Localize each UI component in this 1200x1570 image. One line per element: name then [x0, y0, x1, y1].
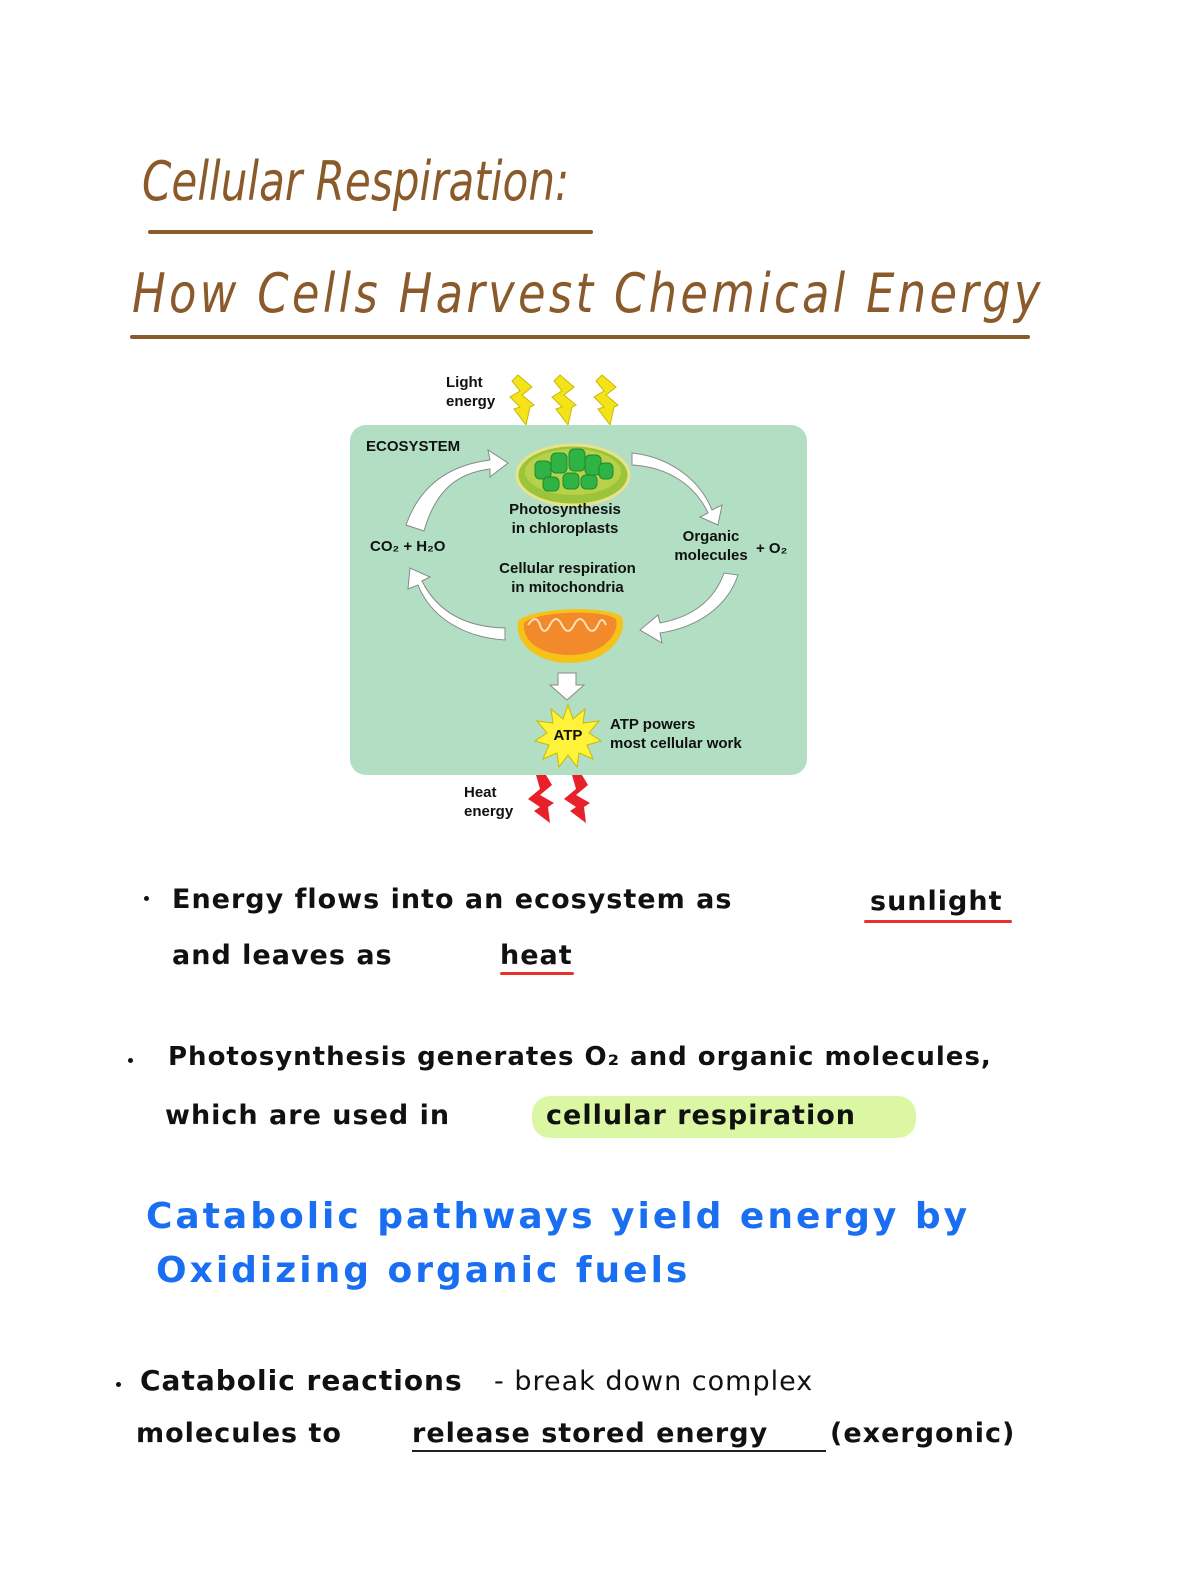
ecosystem-label: ECOSYSTEM	[366, 438, 461, 455]
cellular-respiration-highlight	[532, 1096, 916, 1138]
note-bullet2-line2: which are used in	[165, 1100, 451, 1131]
page-title: Cellular Respiration:	[142, 150, 570, 213]
atp-star-icon	[533, 703, 603, 769]
subtitle-underline	[130, 335, 1030, 339]
bullet-dot	[144, 896, 149, 901]
note-exergonic: (exergonic)	[830, 1418, 1016, 1449]
note-bullet1-line1: Energy flows into an ecosystem as	[172, 884, 733, 915]
note-heat: heat	[500, 940, 573, 971]
note-catabolic-reactions: Catabolic reactions	[140, 1364, 463, 1397]
chloroplast-icon	[515, 443, 631, 507]
note-bullet3-line1: - break down complex	[494, 1366, 814, 1397]
note-sunlight: sunlight	[870, 886, 1003, 917]
page-subtitle: How Cells Harvest Chemical Energy	[132, 262, 1044, 325]
note-bullet3-line2: molecules to	[136, 1418, 342, 1449]
atp-badge: ATP	[553, 727, 583, 744]
bullet-dot	[116, 1382, 121, 1387]
release-energy-underline	[412, 1450, 826, 1452]
heat-underline	[500, 972, 574, 975]
title-underline	[148, 230, 593, 234]
catabolic-heading-line1: Catabolic pathways yield energy by	[146, 1196, 971, 1237]
heat-bolt-icons	[528, 775, 590, 823]
bullet-dot	[128, 1058, 133, 1063]
mitochondrion-icon	[517, 609, 624, 663]
note-cellular-respiration: cellular respiration	[546, 1100, 856, 1131]
co2-h2o-label: CO₂ + H₂O	[370, 538, 446, 555]
catabolic-heading-line2: Oxidizing organic fuels	[156, 1250, 691, 1291]
o2-label: + O₂	[756, 540, 788, 557]
cycle-arrows	[405, 448, 739, 701]
sunlight-underline	[864, 920, 1012, 923]
note-bullet1-line2: and leaves as	[172, 940, 393, 971]
note-release-stored-energy: release stored energy	[412, 1418, 769, 1449]
note-bullet2-line1: Photosynthesis generates O₂ and organic …	[168, 1042, 992, 1072]
light-bolt-icons	[509, 374, 619, 427]
